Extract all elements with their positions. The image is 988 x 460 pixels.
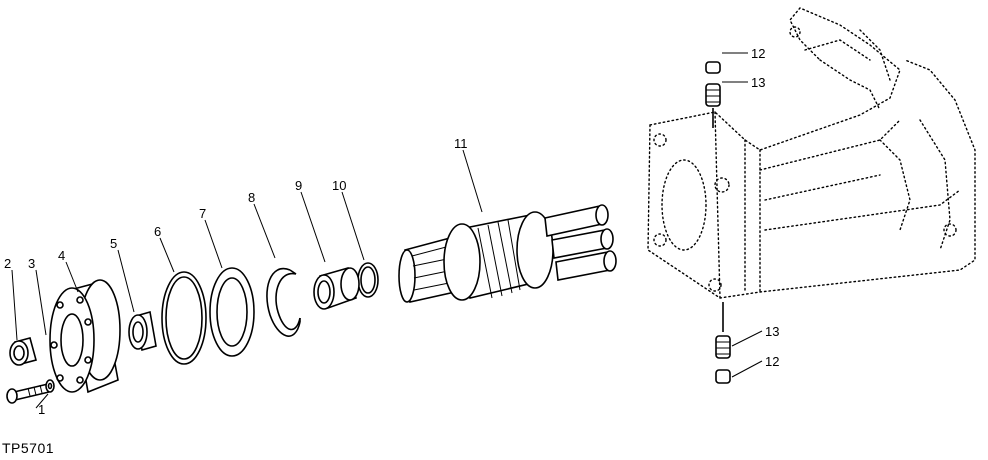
callout-8: 8 — [248, 190, 255, 205]
small-washer — [45, 379, 55, 393]
plug-bottom — [715, 369, 731, 384]
callout-13-bottom: 13 — [765, 324, 779, 339]
callout-6: 6 — [154, 224, 161, 239]
callout-12-top: 12 — [751, 46, 765, 61]
end-cover — [49, 279, 121, 394]
washer — [209, 267, 255, 357]
leader-lines — [11, 52, 763, 409]
seal — [9, 337, 37, 366]
plug-top — [705, 61, 721, 74]
snap-ring — [266, 267, 301, 337]
figure-id: TP5701 — [2, 440, 55, 456]
callout-13-top: 13 — [751, 75, 765, 90]
bearing — [128, 310, 157, 352]
housing — [647, 7, 976, 299]
callout-1: 1 — [38, 402, 45, 417]
callout-7: 7 — [199, 206, 206, 221]
spring-top — [705, 83, 721, 128]
callout-4: 4 — [58, 248, 65, 263]
rotating-group — [398, 204, 617, 303]
callout-2: 2 — [4, 256, 11, 271]
callout-3: 3 — [28, 256, 35, 271]
o-ring-large — [161, 271, 207, 365]
callout-11: 11 — [454, 136, 468, 151]
callout-5: 5 — [110, 236, 117, 251]
callout-9: 9 — [295, 178, 302, 193]
bushing — [313, 267, 360, 310]
bolt — [6, 383, 50, 404]
spring-bottom — [715, 302, 731, 359]
callout-10: 10 — [332, 178, 346, 193]
o-ring-small — [357, 262, 379, 298]
callout-12-bottom: 12 — [765, 354, 779, 369]
